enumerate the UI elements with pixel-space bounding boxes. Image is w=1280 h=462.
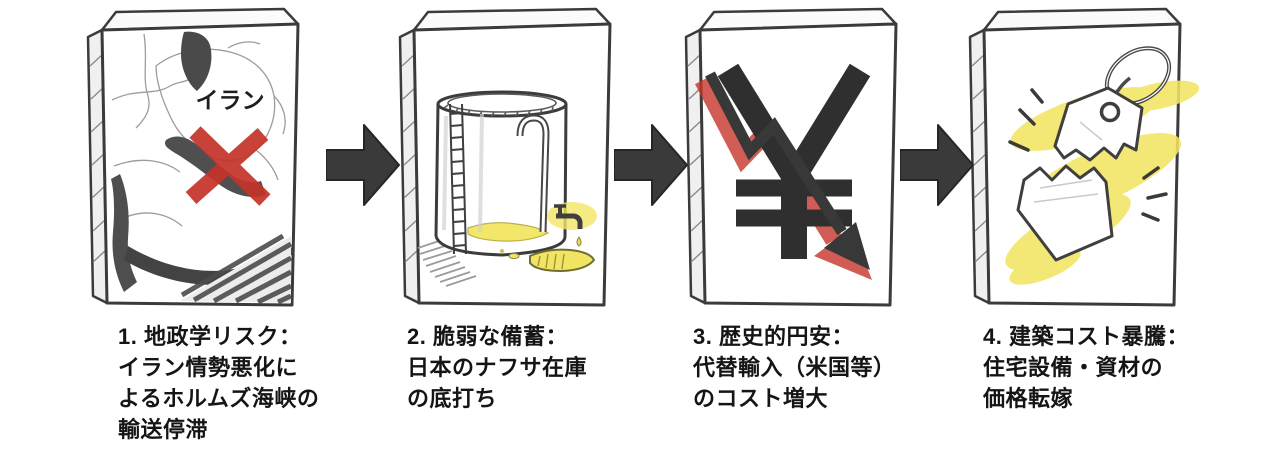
caption-line: 1. 地政学リスク： bbox=[118, 324, 302, 349]
yen-decline-illustration bbox=[684, 7, 898, 307]
caption-line: 輸送停滞 bbox=[118, 417, 209, 442]
yen-symbol-icon bbox=[717, 63, 871, 259]
oil-pool-inside bbox=[467, 222, 550, 242]
step-caption-2: 2. 脆弱な備蓄： 日本のナフサ在庫 の底打ち bbox=[407, 321, 587, 414]
caption-line: 4. 建築コスト暴騰： bbox=[983, 324, 1189, 349]
caption-line: 3. 歴史的円安： bbox=[693, 324, 854, 349]
arabian-sea-hatched bbox=[180, 233, 293, 305]
side-hatch-lines bbox=[687, 53, 705, 263]
tag-top-half bbox=[1053, 86, 1144, 162]
map-illustration: イラン bbox=[86, 7, 300, 307]
side-hatch-lines bbox=[401, 53, 419, 263]
caption-line: 住宅設備・資材の bbox=[983, 355, 1164, 380]
decline-arrow-icon bbox=[705, 71, 870, 270]
caption-line: 日本のナフサ在庫 bbox=[407, 355, 588, 380]
leaking-tap bbox=[547, 202, 597, 247]
iran-label: イラン bbox=[196, 87, 265, 113]
torn-price-tag bbox=[1016, 86, 1144, 262]
middle-east-map: イラン bbox=[111, 31, 294, 305]
oil-tank-illustration bbox=[398, 7, 612, 307]
caption-line: の底打ち bbox=[407, 386, 498, 411]
flow-arrow-icon-3 bbox=[900, 124, 974, 206]
rim-railing-ticks bbox=[443, 104, 554, 117]
caption-line: 代替輸入（米国等） bbox=[693, 355, 896, 380]
flow-arrow-icon-1 bbox=[326, 124, 400, 206]
emphasis-strokes bbox=[1008, 88, 1168, 222]
flow-arrow-icon-2 bbox=[614, 124, 688, 206]
red-sea-strip bbox=[111, 174, 137, 292]
storage-tank bbox=[434, 90, 568, 257]
side-hatch-lines bbox=[971, 53, 989, 263]
caption-line: イラン情勢悪化に bbox=[118, 355, 299, 380]
internal-pipe bbox=[516, 114, 550, 233]
caspian-sea bbox=[181, 31, 212, 91]
price-tag-illustration bbox=[968, 7, 1200, 307]
ground-hatch-lines bbox=[417, 239, 477, 287]
caption-line: 価格転嫁 bbox=[983, 386, 1074, 411]
step-caption-3: 3. 歴史的円安： 代替輸入（米国等） のコスト増大 bbox=[693, 321, 896, 414]
tag-hole bbox=[1099, 101, 1121, 123]
caption-line: 2. 脆弱な備蓄： bbox=[407, 324, 568, 349]
tag-bottom-half bbox=[1016, 164, 1114, 262]
oil-drop bbox=[576, 236, 582, 247]
red-x-icon bbox=[185, 126, 271, 206]
step-caption-1: 1. 地政学リスク： イラン情勢悪化に よるホルムズ海峡の 輸送停滞 bbox=[118, 321, 319, 445]
caption-line: のコスト増大 bbox=[693, 386, 829, 411]
caption-line: よるホルムズ海峡の bbox=[118, 386, 320, 411]
ladder bbox=[449, 103, 467, 255]
step-caption-4: 4. 建築コスト暴騰： 住宅設備・資材の 価格転嫁 bbox=[983, 321, 1189, 414]
oil-puddle bbox=[500, 248, 596, 273]
tank-wall-shading bbox=[442, 113, 484, 233]
